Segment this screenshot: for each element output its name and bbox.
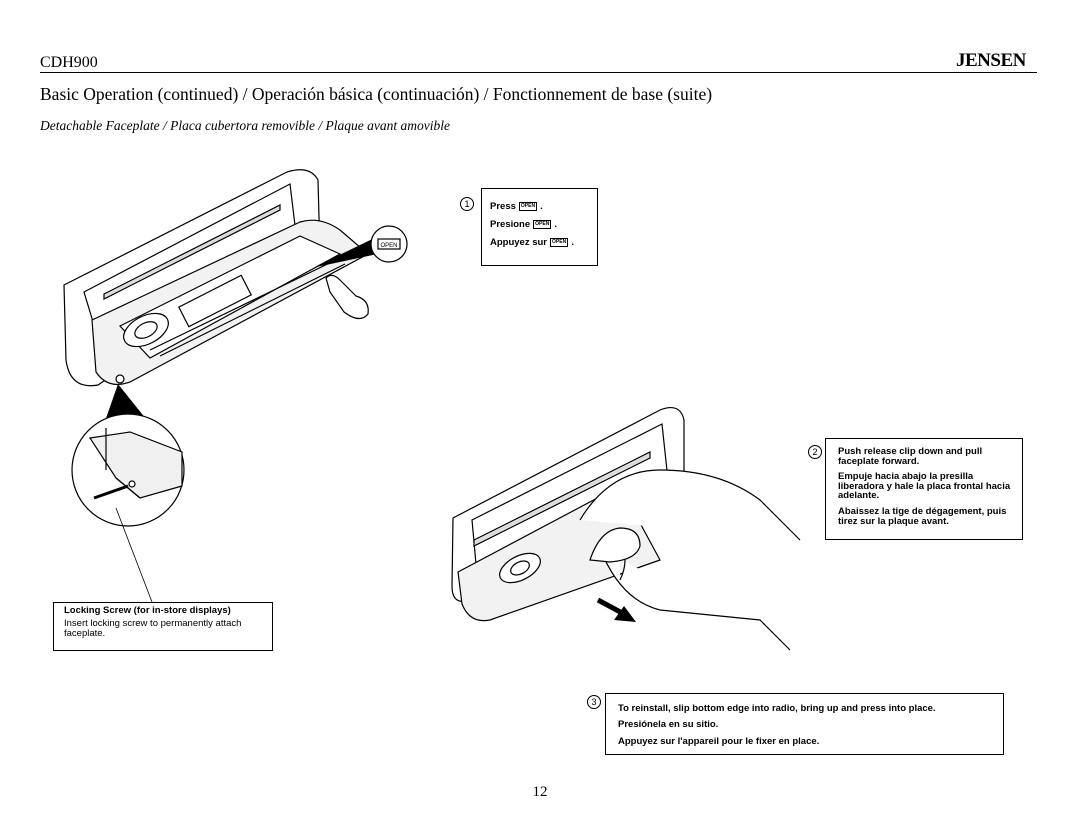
step-2-es: Empuje hacia abajo la presilla liberador… <box>838 471 1011 501</box>
step-2-box: Push release clip down and pull faceplat… <box>825 438 1023 540</box>
pull-forward-arrow-icon <box>596 597 636 622</box>
open-key-icon: OPEN <box>550 237 569 247</box>
step-2-en: Push release clip down and pull faceplat… <box>838 446 983 467</box>
step-1-number: 1 <box>460 197 474 211</box>
step-3-fr: Appuyez sur l'appareil pour le fixer en … <box>618 736 820 747</box>
locking-screw-title: Locking Screw (for in-store displays) <box>64 605 231 616</box>
model-name: CDH900 <box>40 54 98 71</box>
step-3-en: To reinstall, slip bottom edge into radi… <box>618 703 936 714</box>
step-3-es: Presiónela en su sitio. <box>618 719 719 730</box>
step-3-number: 3 <box>587 695 601 709</box>
step-2-fr: Abaissez la tige de dégagement, puis tir… <box>838 506 1007 527</box>
open-key-icon: OPEN <box>518 201 538 211</box>
open-callout-label: OPEN <box>380 243 397 249</box>
open-key-icon: OPEN <box>533 219 552 229</box>
locking-screw-detail <box>71 413 185 527</box>
page-number: 12 <box>532 784 548 800</box>
page-subheading: Detachable Faceplate / Placa cubertora r… <box>40 118 451 133</box>
step-3-box: To reinstall, slip bottom edge into radi… <box>605 693 1004 755</box>
page-heading: Basic Operation (continued) / Operación … <box>40 84 713 104</box>
step-2-number: 2 <box>808 445 822 459</box>
locking-screw-body: Insert locking screw to permanently atta… <box>64 618 242 639</box>
brand-logo: JENSEN <box>956 50 1026 71</box>
radio-unit-illustration <box>63 169 370 387</box>
header-rule <box>40 72 1037 73</box>
pressing-finger-illustration <box>325 274 369 320</box>
locking-screw-box: Locking Screw (for in-store displays) In… <box>53 602 273 651</box>
open-button-callout <box>317 225 408 267</box>
zoom-pointer-icon <box>104 384 150 424</box>
